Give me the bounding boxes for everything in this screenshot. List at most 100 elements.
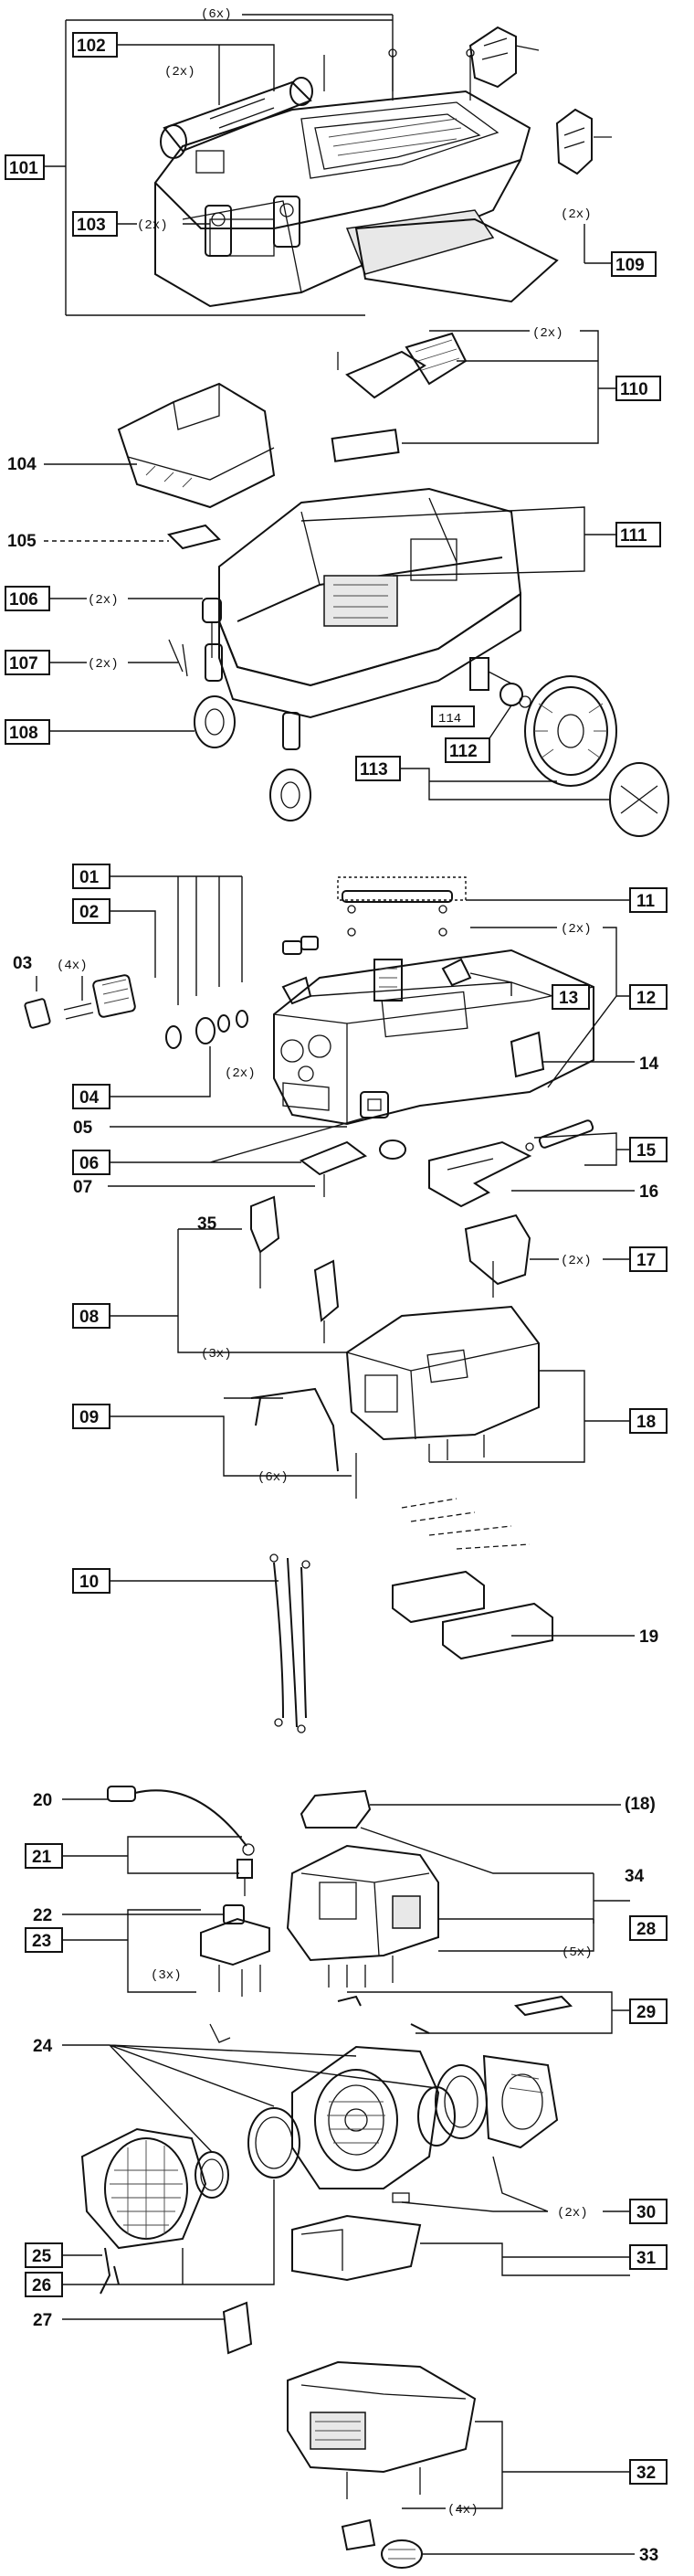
label-16: 16 (639, 1182, 658, 1202)
frame-18-ref (300, 1789, 372, 1829)
lower-base-32 (287, 2360, 477, 2499)
label-22: 22 (33, 1906, 52, 1925)
label-17: 17 (636, 1251, 656, 1270)
ring-seal-04 (165, 1010, 248, 1049)
label-13: 13 (559, 989, 578, 1008)
handle-bar-11 (342, 890, 453, 937)
upper-housing-lid (153, 90, 531, 308)
cable-clamp-21 (237, 1859, 253, 1896)
callout-13 (552, 984, 590, 1010)
callout-29 (629, 1998, 668, 2024)
dust-tray-104 (117, 382, 276, 509)
label-109: 109 (615, 256, 645, 275)
callout-18 (629, 1408, 668, 1434)
cover-14 (510, 1031, 545, 1078)
seal-29 (337, 1995, 573, 2034)
label-03: 03 (13, 954, 32, 973)
gasket-rings-24 (195, 2086, 456, 2199)
qty-2x-110: (2x) (532, 326, 563, 341)
callout-23 (25, 1927, 63, 1953)
filter-bags-19 (392, 1498, 553, 1660)
label-11: 11 (636, 892, 656, 911)
label-106: 106 (9, 590, 38, 610)
label-19: 19 (639, 1627, 658, 1647)
label-31: 31 (636, 2249, 657, 2268)
callout-110 (615, 376, 661, 401)
bracket-27 (222, 2301, 253, 2355)
callout-01 (72, 864, 110, 889)
label-24: 24 (33, 2037, 53, 2056)
label-103: 103 (77, 216, 106, 235)
frame-16 (428, 1140, 532, 1208)
callout-114 (431, 705, 475, 727)
mount-bracket-23 (200, 1917, 270, 2043)
label-18-ref: (18) (625, 1795, 656, 1814)
label-112: 112 (449, 742, 478, 761)
callout-103 (72, 211, 118, 237)
qty-5x-28: (5x) (562, 1945, 593, 1960)
qty-6x-09: (6x) (258, 1470, 289, 1485)
label-27: 27 (33, 2311, 52, 2330)
hook-bracket (468, 26, 540, 89)
qty-2x-17: (2x) (561, 1254, 592, 1268)
label-35: 35 (197, 1214, 217, 1234)
label-18: 18 (636, 1413, 656, 1432)
label-101: 101 (9, 159, 38, 178)
qty-2x-106: (2x) (88, 593, 119, 608)
screws-6x (323, 48, 475, 101)
label-107: 107 (9, 654, 38, 673)
label-02: 02 (79, 903, 99, 922)
qty-2x-109: (2x) (561, 207, 592, 222)
callout-109 (611, 251, 657, 277)
callout-10 (72, 1568, 110, 1594)
label-108: 108 (9, 724, 38, 743)
switch-06 (360, 1091, 389, 1118)
label-05: 05 (73, 1118, 93, 1138)
clip-105 (167, 524, 221, 550)
qty-2x-12: (2x) (561, 922, 592, 937)
label-113: 113 (360, 760, 388, 779)
label-07: 07 (73, 1178, 92, 1197)
label-25: 25 (32, 2247, 52, 2266)
lower-housing-111 (218, 487, 522, 719)
callout-17 (629, 1246, 668, 1272)
label-33: 33 (639, 2546, 658, 2565)
cord-hook-109 (555, 108, 612, 175)
qty-2x-103: (2x) (137, 218, 168, 233)
base-plate (354, 217, 559, 303)
motor-30 (291, 2045, 559, 2203)
callout-15 (629, 1137, 668, 1162)
inner-housing-18 (345, 1305, 540, 1462)
lever-15 (525, 1119, 594, 1151)
label-29: 29 (636, 2003, 656, 2022)
label-28: 28 (636, 1920, 656, 1939)
qty-2x-30: (2x) (557, 2206, 588, 2221)
clip-25 (100, 2247, 120, 2295)
callout-112 (445, 737, 490, 763)
label-10: 10 (79, 1573, 99, 1592)
qty-3x-23: (3x) (151, 1968, 182, 1983)
filter-mount-02 (24, 974, 136, 1029)
filter-cartridge-102 (160, 77, 313, 174)
callout-111 (615, 522, 661, 547)
hose-bracket-09 (250, 1387, 357, 1499)
label-26: 26 (32, 2276, 51, 2295)
cable-harness-10 (269, 1553, 310, 1733)
label-04: 04 (79, 1088, 100, 1108)
qty-6x-label: (6x) (201, 7, 232, 22)
label-23: 23 (32, 1932, 51, 1951)
caster-106 (202, 598, 222, 658)
label-110: 110 (620, 380, 648, 399)
bracket-07 (299, 1140, 406, 1197)
label-21: 21 (32, 1848, 52, 1867)
label-20: 20 (33, 1791, 52, 1810)
callout-28 (629, 1915, 668, 1941)
label-12: 12 (636, 989, 656, 1008)
label-01: 01 (79, 868, 100, 887)
latch-103 (205, 196, 300, 257)
motor-housing-28 (286, 1844, 439, 1988)
latch-08 (250, 1195, 340, 1343)
callout-102 (72, 32, 118, 58)
callout-11 (629, 887, 668, 913)
